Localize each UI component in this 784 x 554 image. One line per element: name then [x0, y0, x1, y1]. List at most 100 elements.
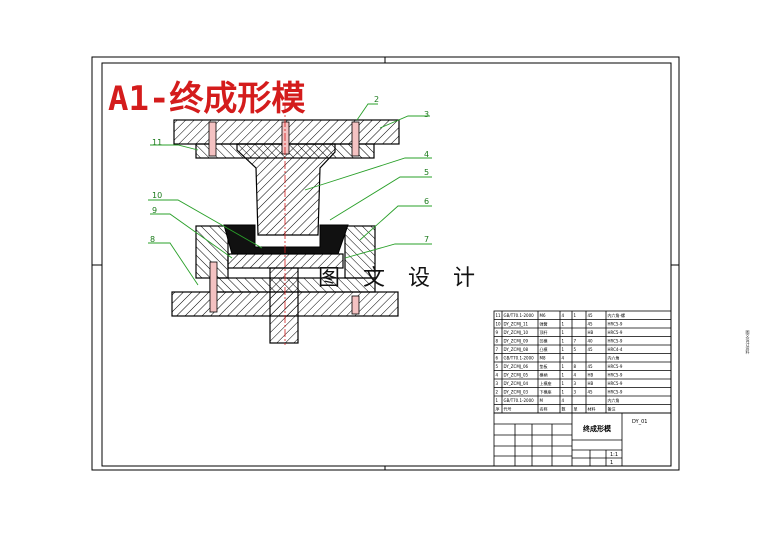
- parts-cell-qty: 4: [562, 356, 565, 361]
- parts-cell-no: 1: [496, 398, 499, 403]
- parts-cell-note: HRC4-4: [608, 347, 623, 352]
- parts-cell-name: 下模座: [540, 389, 552, 395]
- title-block-drawing-name: 终成形模: [583, 424, 612, 433]
- parts-cell-code: DY_ZCMJ_10: [504, 330, 529, 335]
- title-block-scale: 1:1: [610, 452, 618, 458]
- leader-lines: [148, 103, 432, 286]
- parts-cell-name: 上模座: [540, 380, 552, 386]
- parts-cell-note: 内六角: [608, 397, 620, 403]
- parts-cell-material: 材料: [588, 406, 596, 412]
- parts-cell-no: 4: [496, 373, 499, 378]
- parts-cell-code: DY_ZCMJ_11: [504, 322, 529, 327]
- punch-body: [236, 143, 336, 236]
- parts-cell-no: 10: [496, 322, 502, 327]
- parts-cell-extra: 7: [574, 339, 577, 344]
- parts-cell-qty: 4: [562, 313, 565, 318]
- bolt-upper-right: [351, 121, 360, 157]
- parts-cell-extra: 单: [574, 406, 578, 412]
- callout-number: 3: [424, 110, 429, 119]
- parts-cell-qty: 1: [562, 381, 565, 386]
- parts-cell-extra: 3: [574, 381, 577, 386]
- parts-cell-note: 内六角-螺: [608, 312, 625, 318]
- parts-cell-extra: 4: [574, 373, 577, 378]
- parts-cell-note: 内六角: [608, 355, 620, 361]
- parts-cell-code: DY_ZCMJ_03: [504, 390, 529, 395]
- parts-cell-note: HRC5-9: [608, 373, 623, 378]
- parts-cell-name: M8: [540, 356, 546, 361]
- parts-cell-no: 5: [496, 364, 499, 369]
- parts-cell-extra: 8: [574, 364, 577, 369]
- parts-cell-note: 备注: [608, 406, 616, 412]
- parts-cell-material: HB: [588, 381, 594, 386]
- parts-cell-qty: 数: [562, 406, 566, 412]
- drawing-title: A1-终成形模: [108, 79, 305, 119]
- callout-number: 5: [424, 168, 429, 177]
- parts-cell-no: 6: [496, 356, 499, 361]
- parts-cell-code: DY_ZCMJ_09: [504, 339, 529, 344]
- parts-cell-name: 名称: [540, 406, 548, 412]
- parts-cell-name: M6: [540, 313, 546, 318]
- parts-cell-qty: 1: [562, 364, 565, 369]
- title-block-sheet: 1: [610, 460, 613, 466]
- parts-cell-code: GB/T70.1-2000: [504, 313, 535, 318]
- parts-cell-no: 序: [496, 406, 500, 412]
- ejector-rod: [269, 267, 299, 344]
- callout-number: 11: [152, 138, 162, 147]
- bolt-upper-center: [281, 121, 290, 155]
- parts-cell-material: HB: [588, 373, 594, 378]
- parts-cell-qty: 4: [562, 398, 565, 403]
- callout-number: 7: [424, 235, 429, 244]
- callout-number: 8: [150, 235, 155, 244]
- parts-cell-material: HB: [588, 330, 594, 335]
- parts-cell-no: 3: [496, 381, 499, 386]
- parts-cell-code: DY_ZCMJ_06: [504, 364, 529, 369]
- parts-cell-qty: 1: [562, 390, 565, 395]
- parts-cell-extra: 5: [574, 347, 577, 352]
- callout-number: 4: [424, 150, 429, 159]
- callout-numbers: 2 3 11 4 5 10 6 9 7 8: [150, 95, 429, 244]
- parts-cell-material: 45: [588, 390, 594, 395]
- parts-cell-qty: 1: [562, 330, 565, 335]
- parts-cell-qty: 1: [562, 339, 565, 344]
- parts-cell-no: 11: [496, 313, 502, 318]
- parts-cell-name: 弹簧: [540, 321, 548, 327]
- parts-cell-name: 凹模: [540, 338, 548, 344]
- mold-assembly: [171, 105, 400, 345]
- parts-cell-code: GB/T70.1-2000: [504, 356, 535, 361]
- bolt-upper-left: [208, 121, 217, 157]
- parts-cell-name: 凸模: [540, 346, 548, 352]
- parts-cell-name: M: [540, 398, 544, 403]
- side-label: 图文设计资料: [746, 329, 751, 355]
- callout-number: 9: [152, 206, 157, 215]
- parts-cell-note: HRC5-9: [608, 381, 623, 386]
- die-block-right: [344, 225, 376, 279]
- callout-number: 2: [374, 95, 379, 104]
- parts-cell-code: GB/T70.1-2000: [504, 398, 535, 403]
- parts-cell-code: 代号: [504, 406, 512, 412]
- parts-cell-name: 顶杆: [540, 329, 548, 335]
- watermark-text: 图 文 设 计: [318, 266, 483, 291]
- parts-cell-qty: 1: [562, 347, 565, 352]
- parts-cell-note: HRC5-9: [608, 390, 623, 395]
- bolt-lower-left: [209, 261, 218, 313]
- parts-cell-qty: 1: [562, 373, 565, 378]
- title-block-drawing-code: DY_01: [632, 419, 648, 425]
- parts-cell-material: 45: [588, 313, 594, 318]
- callout-number: 10: [152, 191, 162, 200]
- parts-cell-note: HRC5-9: [608, 330, 623, 335]
- parts-cell-name: 垫板: [540, 363, 548, 369]
- parts-cell-material: 45: [588, 347, 594, 352]
- parts-cell-no: 2: [496, 390, 499, 395]
- parts-cell-code: DY_ZCMJ_04: [504, 381, 529, 386]
- parts-cell-name: 模柄: [540, 372, 548, 378]
- parts-cell-code: DY_ZCMJ_05: [504, 373, 529, 378]
- parts-cell-note: HRC5-9: [608, 364, 623, 369]
- parts-cell-qty: 1: [562, 322, 565, 327]
- parts-cell-extra: 3: [574, 390, 577, 395]
- parts-cell-note: HRC5-9: [608, 322, 623, 327]
- parts-cell-code: DY_ZCMJ_08: [504, 347, 529, 352]
- parts-cell-material: 40: [588, 339, 594, 344]
- parts-cell-no: 7: [496, 347, 499, 352]
